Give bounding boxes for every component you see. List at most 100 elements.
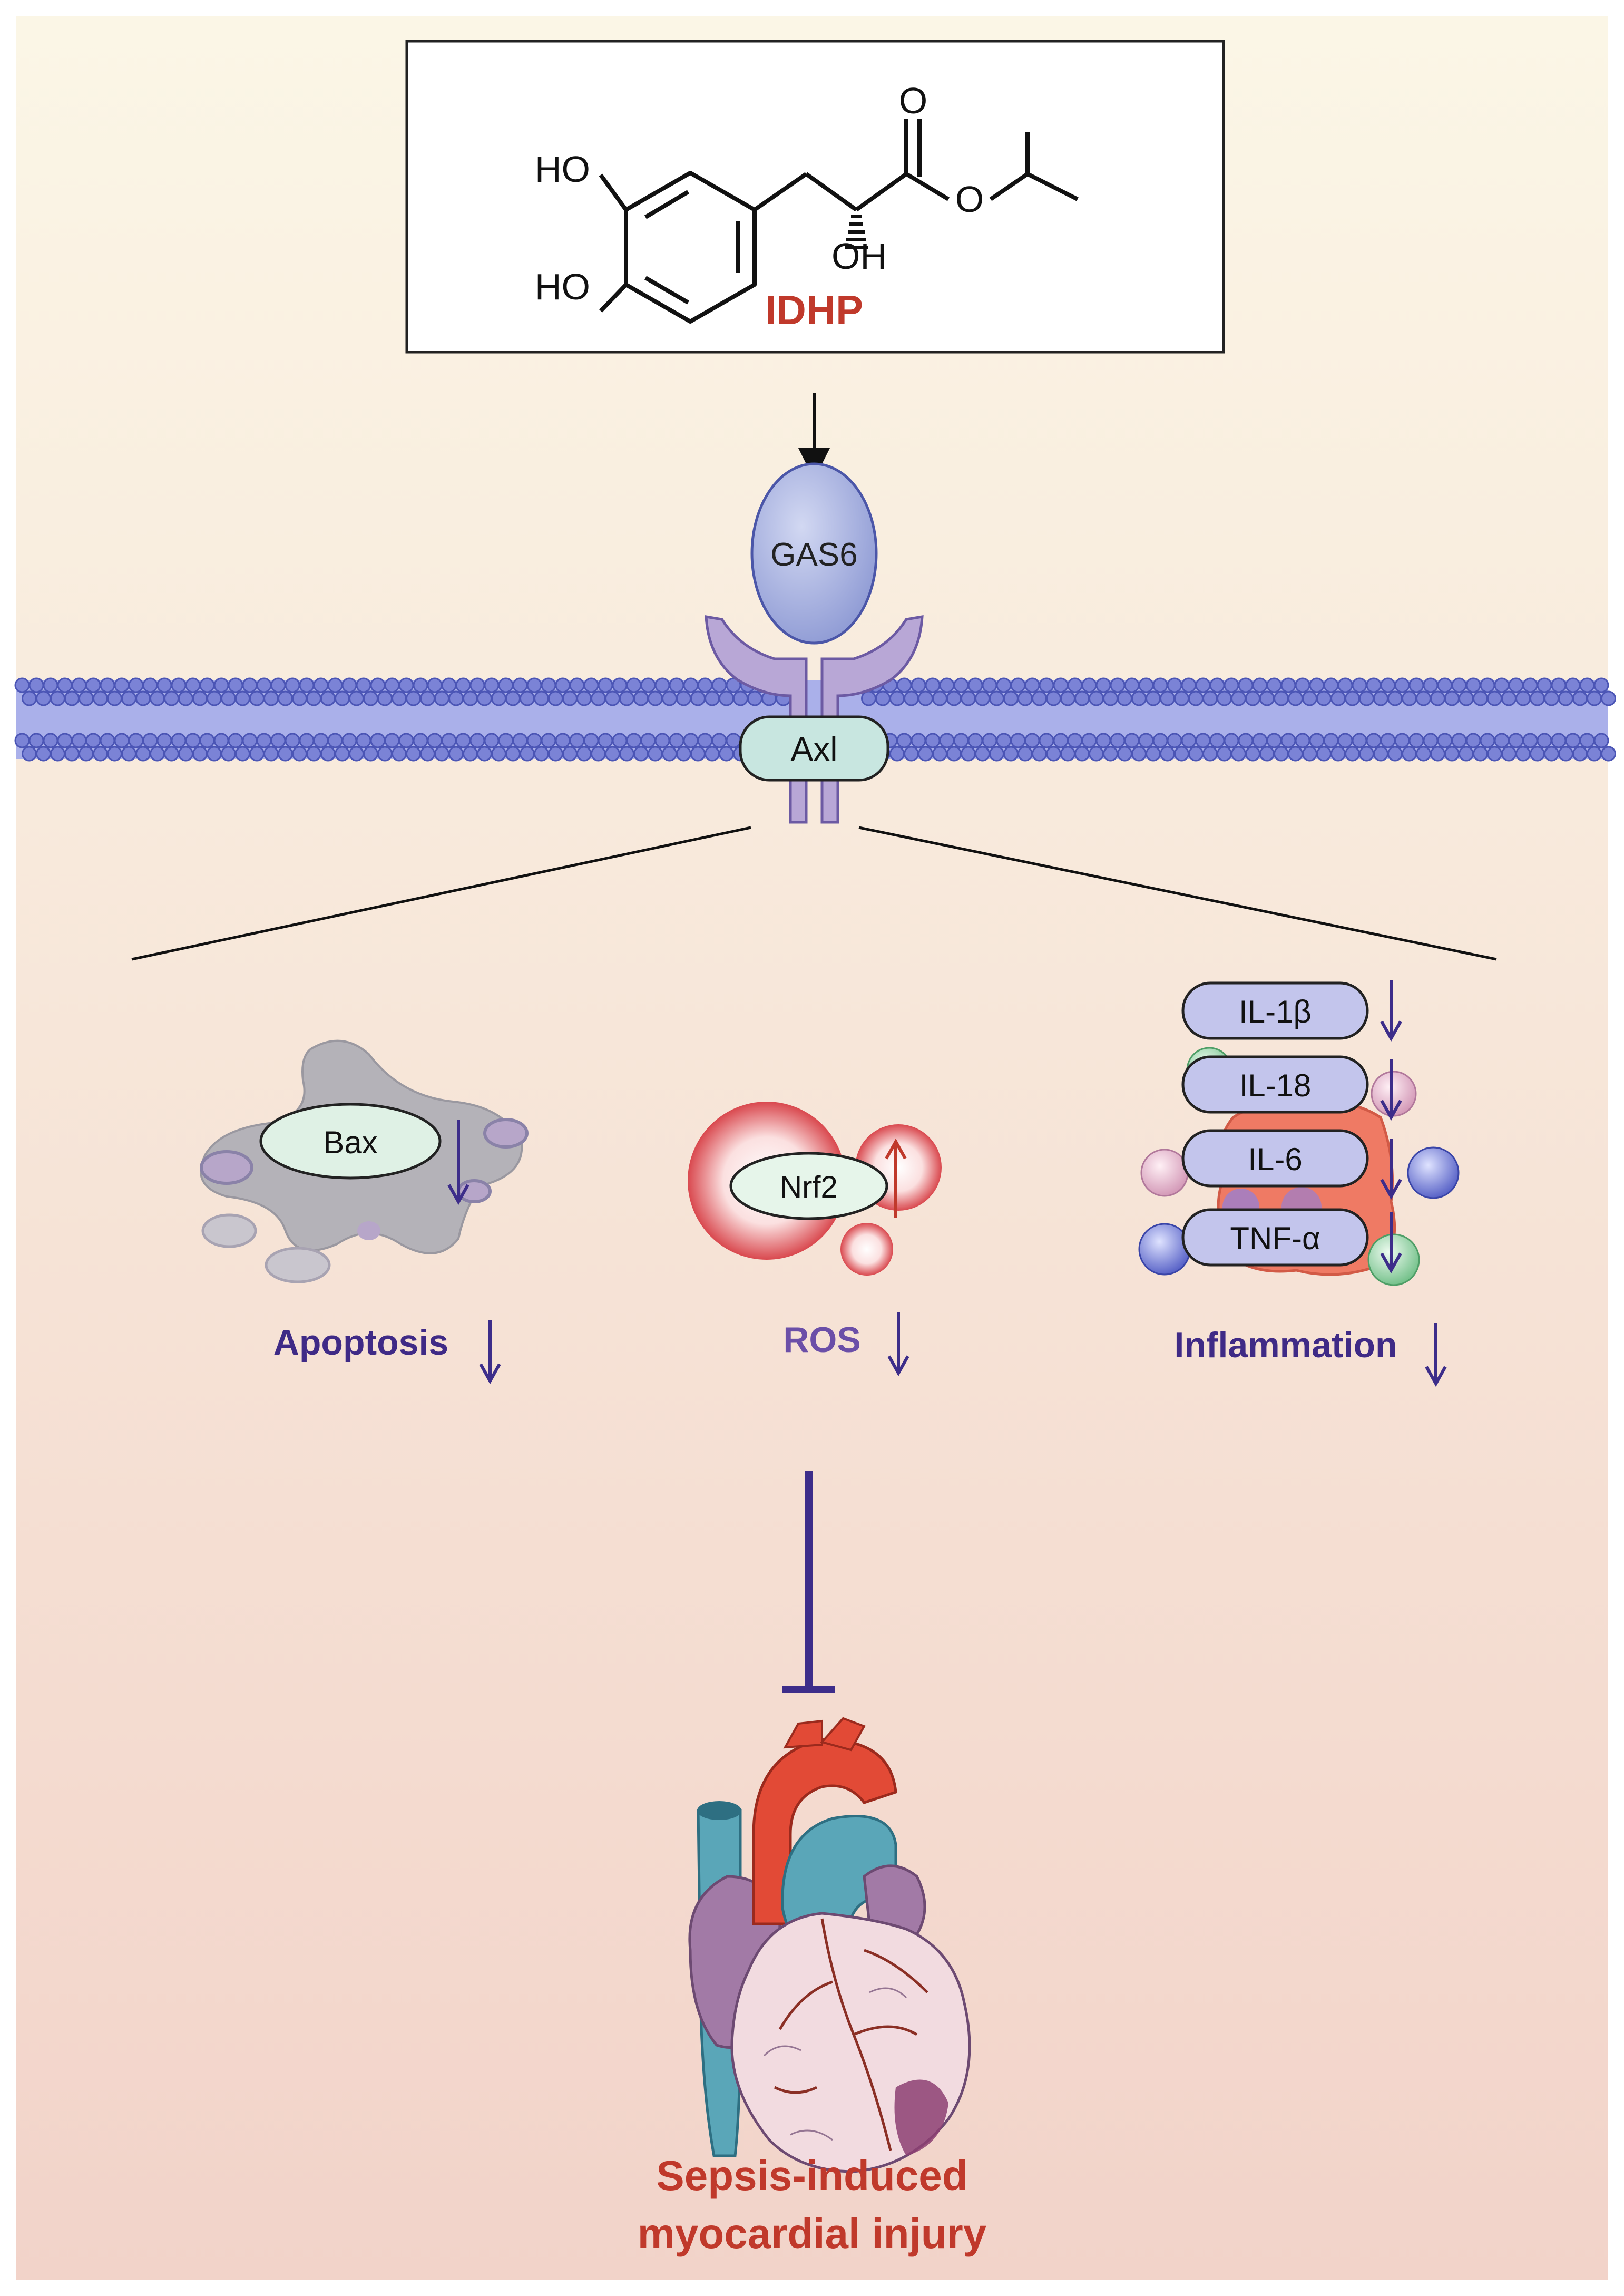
membrane-bead [1551, 677, 1567, 693]
membrane-bead [932, 746, 947, 762]
ros-panel: Nrf2 ROS [688, 1102, 942, 1377]
membrane-bead [341, 677, 357, 693]
membrane-bead [520, 690, 535, 706]
cytokine-ball-pink-1 [1371, 1071, 1417, 1117]
membrane-bead [669, 733, 684, 748]
membrane-bead [1060, 690, 1075, 706]
membrane-bead [455, 677, 471, 693]
ros-down-arrow [887, 1312, 909, 1377]
membrane-bead [135, 690, 151, 706]
membrane-bead [242, 677, 258, 693]
membrane-bead [633, 690, 649, 706]
apoptosis-label: Apoptosis [273, 1322, 448, 1363]
membrane-bead [576, 690, 592, 706]
membrane-bead [256, 733, 272, 748]
membrane-bead [1295, 733, 1310, 748]
membrane-bead [128, 733, 144, 748]
membrane-bead [705, 690, 720, 706]
membrane-bead [1508, 733, 1524, 748]
membrane-bead [1288, 746, 1303, 762]
membrane-bead [93, 690, 108, 706]
membrane-bead [1074, 746, 1090, 762]
membrane-bead [1074, 690, 1090, 706]
membrane-bead [85, 677, 101, 693]
membrane-bead [1359, 690, 1374, 706]
membrane-bead [1537, 677, 1552, 693]
membrane-bead [1010, 677, 1026, 693]
membrane-bead [626, 677, 642, 693]
membrane-bead [477, 746, 492, 762]
membrane-bead [178, 690, 193, 706]
inflammation-label: Inflammation [1174, 1325, 1397, 1365]
membrane-bead [1593, 733, 1609, 748]
membrane-bead [313, 677, 329, 693]
membrane-bead [1245, 746, 1260, 762]
membrane-bead [1402, 746, 1417, 762]
membrane-bead [1565, 733, 1581, 748]
membrane-bead [1579, 733, 1595, 748]
membrane-bead [192, 690, 208, 706]
membrane-bead [1380, 677, 1396, 693]
membrane-bead [1587, 746, 1602, 762]
membrane-bead [420, 690, 435, 706]
membrane-bead [1558, 746, 1573, 762]
membrane-bead [1195, 733, 1211, 748]
membrane-bead [448, 746, 464, 762]
membrane-bead [1146, 746, 1161, 762]
membrane-bead [377, 746, 393, 762]
cytokine-il6: IL-6 [1181, 1129, 1369, 1188]
membrane-bead [1601, 690, 1616, 706]
membrane-bead [363, 690, 378, 706]
membrane-bead [569, 733, 585, 748]
membrane-bead [1515, 690, 1531, 706]
membrane-bead [904, 690, 919, 706]
membrane-bead [1394, 677, 1410, 693]
membrane-bead [1039, 677, 1054, 693]
membrane-bead [1522, 733, 1538, 748]
membrane-bead [1444, 746, 1460, 762]
cytokine-ball-green-2 [1367, 1233, 1420, 1286]
svg-text:IL-6: IL-6 [1248, 1142, 1302, 1177]
membrane-bead [967, 677, 983, 693]
membrane-bead [911, 677, 926, 693]
outcome-line1: Sepsis-induced [656, 2152, 967, 2199]
membrane-bead [1238, 733, 1254, 748]
membrane-bead [320, 690, 336, 706]
membrane-bead [22, 690, 37, 706]
membrane-bead [107, 746, 122, 762]
membrane-bead [726, 733, 741, 748]
membrane-bead [1459, 690, 1474, 706]
membrane-bead [43, 677, 58, 693]
outcome-line2: myocardial injury [638, 2210, 987, 2257]
ros-bubble-small [840, 1223, 893, 1276]
branch-line-right [858, 826, 1497, 961]
membrane-bead [249, 690, 265, 706]
membrane-bead [57, 677, 73, 693]
membrane-bead [335, 690, 350, 706]
atom-ho-top: HO [535, 149, 590, 190]
membrane-bead [1018, 690, 1033, 706]
membrane-bead [192, 746, 208, 762]
membrane-bead [1274, 690, 1289, 706]
membrane-bead [28, 677, 44, 693]
membrane-bead [1323, 733, 1339, 748]
membrane-bead [263, 690, 279, 706]
membrane-bead [1024, 733, 1040, 748]
membrane-bead [1295, 677, 1310, 693]
membrane-bead [228, 677, 243, 693]
membrane-bead [1430, 746, 1445, 762]
membrane-bead [541, 733, 556, 748]
membrane-bead [1515, 746, 1531, 762]
membrane-bead [36, 690, 51, 706]
membrane-bead [690, 690, 706, 706]
membrane-bead [989, 746, 1004, 762]
membrane-bead [406, 690, 421, 706]
membrane-bead [946, 746, 962, 762]
membrane-bead [171, 733, 187, 748]
membrane-bead [953, 677, 969, 693]
membrane-bead [93, 746, 108, 762]
membrane-bead [114, 733, 130, 748]
membrane-bead [1266, 677, 1282, 693]
membrane-bead [292, 746, 307, 762]
